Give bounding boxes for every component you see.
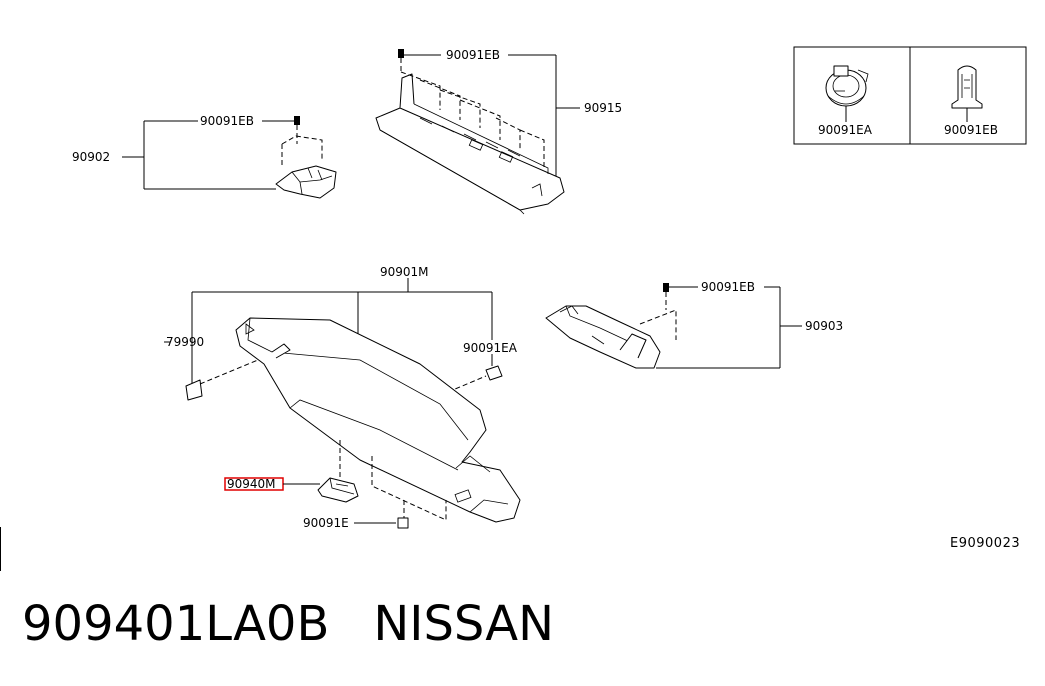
callout-right-clip: 90091EB bbox=[701, 280, 755, 294]
brand-name: NISSAN bbox=[373, 596, 555, 652]
clip-ea-icon bbox=[825, 65, 869, 122]
callout-left-bracket: 90902 bbox=[72, 150, 110, 164]
top-trim-panel bbox=[375, 49, 580, 215]
callout-right-bracket: 90903 bbox=[805, 319, 843, 333]
callout-main-finisher: 90901M bbox=[380, 265, 429, 279]
callout-highlighted-part: 90940M bbox=[227, 477, 276, 491]
callout-top-clip: 90091EB bbox=[446, 48, 500, 62]
legend-left-label: 90091EA bbox=[818, 123, 873, 137]
left-bracket bbox=[122, 116, 337, 199]
right-bracket bbox=[545, 283, 802, 369]
callout-bottom-clip: 90091E bbox=[303, 516, 349, 530]
callout-left-clip: 90091EB bbox=[200, 114, 254, 128]
main-finisher bbox=[164, 278, 521, 523]
diagram-reference-code: E9090023 bbox=[950, 536, 1020, 551]
left-edge-line bbox=[0, 527, 1, 571]
bottom-clip bbox=[354, 517, 409, 529]
legend-box: 90091EA 90091EB bbox=[793, 46, 1027, 145]
callout-main-clip-ea: 90091EA bbox=[463, 341, 518, 355]
highlighted-part bbox=[224, 477, 359, 503]
callout-top-trim: 90915 bbox=[584, 101, 622, 115]
callout-79990: 79990 bbox=[166, 335, 204, 349]
part-footer: 909401LA0B NISSAN bbox=[22, 596, 554, 660]
part-number: 909401LA0B bbox=[22, 596, 330, 652]
clip-eb-icon bbox=[951, 65, 983, 122]
legend-right-label: 90091EB bbox=[944, 123, 998, 137]
